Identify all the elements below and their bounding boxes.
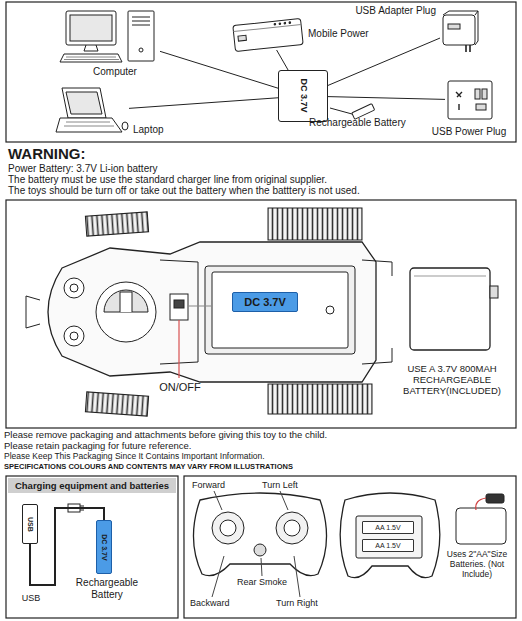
charge-line [328, 38, 440, 85]
figure-label: USB [15, 593, 47, 603]
note-text: Please retain packaging for future refer… [4, 441, 518, 452]
control-label: Backward [190, 598, 240, 608]
note-text: The toys should be turn off or take out … [8, 185, 513, 197]
top-panel [6, 2, 516, 142]
charging-panel [6, 476, 178, 618]
warning-heading: WARNING: [8, 145, 208, 162]
controller-back [340, 493, 440, 578]
control-label: Rear Smoke [230, 577, 294, 587]
charge-line [129, 98, 278, 109]
box-text: AA 1.5V [375, 523, 400, 531]
device-figure: Computer [62, 8, 160, 64]
middle-panel [6, 200, 516, 428]
note-text: Power Battery: 3.7V Li-ion battery [8, 163, 513, 175]
note-text: Please Keep This Packaging Since It Cont… [4, 452, 518, 462]
note-text: USE A 3.7V 800MAH RECHARGEABLE BATTERY(I… [390, 364, 514, 397]
battery-pack-icon [410, 268, 498, 350]
figure-label: Computer [80, 66, 150, 78]
charge-line [277, 50, 288, 70]
figure-label: USB Adapter Plug [342, 5, 436, 17]
usb-adapter-icon [443, 11, 478, 52]
battery-cover-icon [456, 494, 506, 544]
power-bank-icon [233, 19, 303, 52]
note-text: Please remove packaging and attachments … [4, 430, 518, 441]
charge-line [328, 97, 445, 100]
figure-label: Mobile Power [308, 28, 392, 40]
control-label: Turn Right [276, 598, 336, 608]
note-text: The battery must be use the standard cha… [8, 174, 513, 186]
figure-label: Rechargeable Battery [309, 117, 413, 129]
label-box: DC 3.7VRechargeable Battery [278, 70, 328, 122]
controller-panel [184, 476, 516, 618]
device-figure: USB Power Plug [445, 78, 495, 122]
box-text: DC 3.7V [297, 70, 308, 122]
device-figure: USB Adapter Plug [440, 12, 478, 48]
laptop-icon [56, 88, 128, 132]
label-box: DC 3.7VRechargeable Battery [96, 520, 112, 574]
box-text: USB [26, 504, 35, 544]
note-text: SPECIFICATIONS COLOURS AND CONTENTS MAY … [4, 463, 518, 472]
label-box: Charging equipment and batteries [8, 478, 176, 493]
usb-cable-icon [330, 104, 375, 120]
figure-label: USB Power Plug [429, 126, 509, 138]
control-label: Forward [192, 480, 242, 490]
figure-label: Laptop [133, 124, 183, 136]
box-text: DC 3.7V [244, 296, 286, 309]
note-text: ON/OFF [150, 381, 210, 394]
device-figure: Laptop [55, 86, 129, 136]
computer-icon [60, 11, 154, 62]
usb-cable [30, 508, 104, 585]
label-box: AA 1.5V [362, 521, 414, 534]
label-box: DC 3.7V [232, 292, 298, 312]
figure-label: Rechargeable Battery [67, 577, 147, 600]
control-label: Turn Left [262, 480, 318, 490]
device-figure: Mobile Power [232, 20, 304, 50]
charge-line [160, 51, 278, 88]
box-text: DC 3.7V [100, 520, 109, 574]
wall-socket-icon [448, 81, 492, 119]
label-box: AA 1.5V [362, 539, 414, 552]
label-box: USBUSB [22, 504, 38, 544]
controller-front [193, 491, 326, 597]
box-text: Charging equipment and batteries [15, 480, 169, 491]
box-text: AA 1.5V [375, 541, 400, 549]
car-top-view [26, 208, 392, 416]
note-text: Uses 2"AA"Size Batteries. (Not Include) [438, 550, 516, 579]
